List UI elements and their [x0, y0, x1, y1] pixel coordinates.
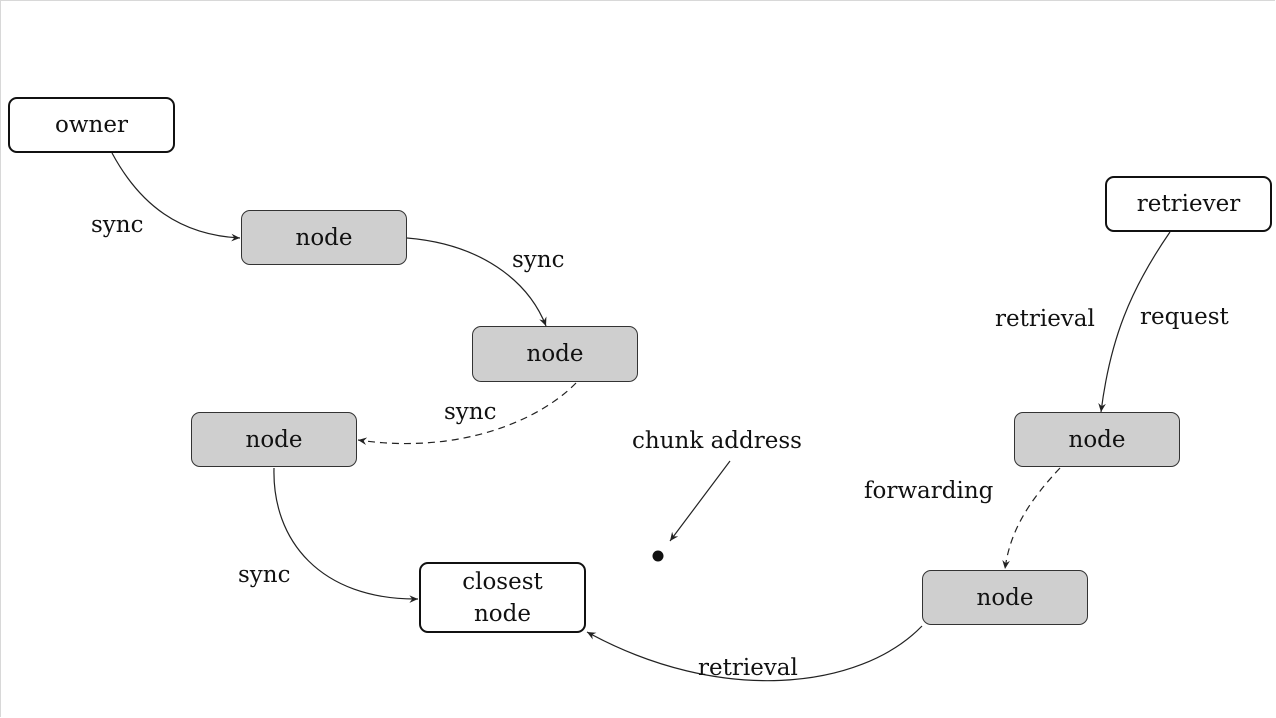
edge-node-to-node [406, 237, 547, 327]
storage-node-d: node [1014, 412, 1180, 467]
edge-label-sync: sync [444, 399, 497, 425]
edge-label-sync: sync [91, 212, 144, 238]
storage-node-b: node [472, 326, 638, 382]
edge-label-forwarding: forwarding [864, 478, 994, 504]
edge-label-retrieval: retrieval [995, 306, 1095, 332]
edge-forwarding-dashed [1002, 467, 1061, 570]
edge-node-to-node-dashed [357, 382, 577, 446]
edge-retriever-to-node [1098, 231, 1171, 413]
edge-chunk-address-pointer [669, 460, 731, 542]
edge-label-sync: sync [512, 247, 565, 273]
owner-node: owner [8, 97, 175, 153]
closest-node: closest node [419, 562, 586, 633]
storage-node-c: node [191, 412, 357, 467]
chunk-address-label: chunk address [632, 428, 802, 454]
edge-label-sync: sync [238, 562, 291, 588]
storage-node-e: node [922, 570, 1088, 625]
chunk-address-dot [652, 550, 664, 562]
retriever-node: retriever [1105, 176, 1272, 232]
storage-node-a: node [241, 210, 407, 265]
edge-retrieval-return [586, 625, 923, 682]
edge-owner-to-node [111, 152, 241, 242]
edge-label-request: request [1140, 304, 1229, 330]
edge-node-to-closest [273, 467, 419, 603]
edge-label-retrieval-return: retrieval [698, 655, 798, 681]
